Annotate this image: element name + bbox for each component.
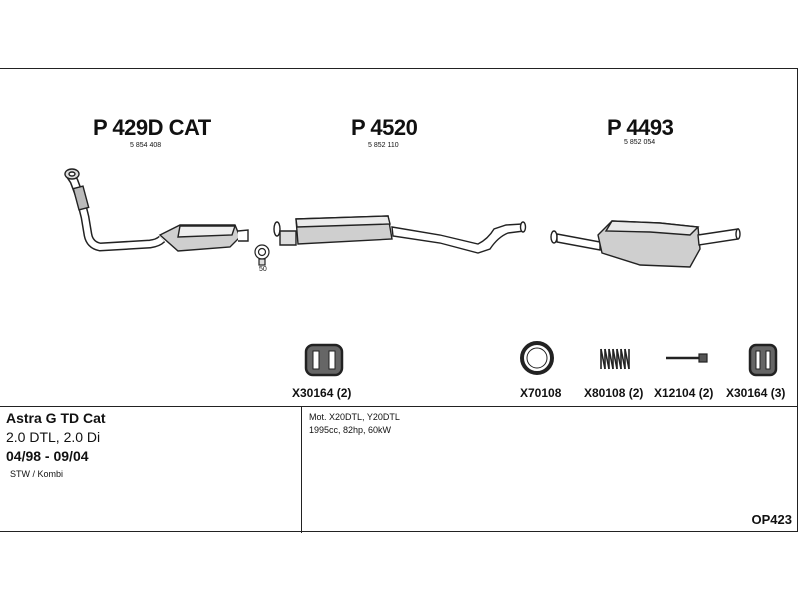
oe-number: 5 854 408 bbox=[130, 142, 162, 149]
diagram-frame: P 429D CAT 5 854 408 P 4520 5 852 110 P … bbox=[0, 68, 798, 532]
divider bbox=[301, 407, 302, 533]
vehicle-body-type: STW / Kombi bbox=[10, 469, 64, 479]
accessory-label: X80108 (2) bbox=[584, 386, 644, 400]
spring-icon bbox=[600, 348, 630, 370]
sealing-ring-icon bbox=[520, 341, 554, 375]
middle-silencer-icon bbox=[273, 215, 527, 254]
part-number: P 4493 bbox=[607, 115, 674, 140]
rubber-hanger-icon bbox=[748, 343, 778, 377]
part-number: P 429D CAT bbox=[93, 115, 211, 140]
accessory-label: X30164 (3) bbox=[726, 386, 786, 400]
info-panel: Astra G TD Cat 2.0 DTL, 2.0 Di 04/98 - 0… bbox=[0, 406, 798, 533]
motor-codes: Mot. X20DTL, Y20DTL bbox=[309, 412, 400, 422]
motor-spec: 1995cc, 82hp, 60kW bbox=[309, 425, 392, 435]
part-number: P 4520 bbox=[351, 115, 418, 140]
accessory-label: X12104 (2) bbox=[654, 386, 714, 400]
accessory-label: X30164 (2) bbox=[292, 386, 352, 400]
exhaust-diagram bbox=[64, 168, 778, 377]
bolt-icon bbox=[666, 353, 708, 363]
oe-number: 5 852 054 bbox=[624, 139, 656, 146]
clamp-icon bbox=[254, 244, 270, 266]
oe-number: 5 852 110 bbox=[368, 142, 399, 149]
accessory-label: X70108 bbox=[520, 386, 562, 400]
vehicle-model: Astra G TD Cat bbox=[6, 410, 106, 426]
vehicle-engine: 2.0 DTL, 2.0 Di bbox=[6, 429, 101, 445]
catalytic-converter-pipe-icon bbox=[64, 168, 249, 252]
vehicle-years: 04/98 - 09/04 bbox=[6, 448, 89, 464]
diagram-code: OP423 bbox=[751, 512, 792, 527]
rubber-hanger-icon bbox=[304, 343, 344, 377]
rear-silencer-icon bbox=[550, 220, 741, 268]
clamp-label: 50 bbox=[259, 266, 267, 273]
